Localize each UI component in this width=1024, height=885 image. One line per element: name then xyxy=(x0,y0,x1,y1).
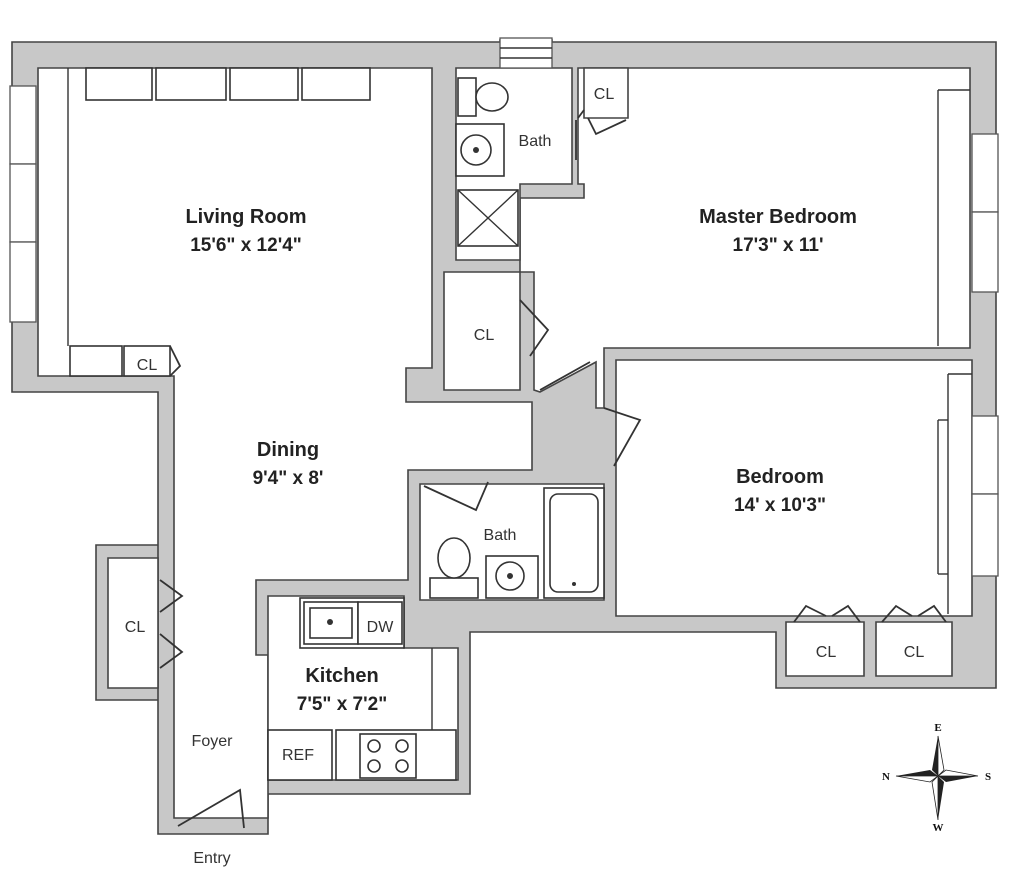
compass-north-label: N xyxy=(882,771,890,783)
windows xyxy=(9,37,999,577)
hall-bath-door xyxy=(423,481,489,512)
foyer-closet-area xyxy=(107,557,159,689)
bedroom-closet-1-door xyxy=(793,604,861,623)
master-small-closet-area xyxy=(583,67,629,119)
bedroom-closet-2-door xyxy=(881,604,947,623)
window xyxy=(971,211,999,293)
master-closet-area xyxy=(443,271,521,391)
dishwasher-label: DW xyxy=(367,619,395,636)
partitions xyxy=(937,89,972,614)
refrigerator-icon xyxy=(267,729,333,781)
closet-label: CL xyxy=(904,644,925,661)
closet-label: CL xyxy=(125,619,146,636)
compass-west-label: W xyxy=(933,822,944,834)
living-room-name: Living Room xyxy=(185,206,306,228)
refrigerator-label: REF xyxy=(282,747,314,764)
stove-icon xyxy=(359,733,417,779)
toilet-tank-icon xyxy=(457,77,477,117)
compass-rose-icon: E W N S xyxy=(882,722,991,834)
entry-label: Entry xyxy=(193,850,230,867)
master-bedroom-area xyxy=(519,67,971,409)
window xyxy=(971,493,999,577)
living-room-dims: 15'6" x 12'4" xyxy=(190,235,302,256)
window xyxy=(9,241,37,323)
master-bedroom-dims: 17'3" x 11' xyxy=(733,235,824,256)
window xyxy=(9,85,37,165)
kitchen-fixtures xyxy=(267,597,457,781)
master-bath-label: Bath xyxy=(519,133,552,150)
entry-door xyxy=(177,788,245,829)
toilet-tank-icon xyxy=(429,577,479,599)
dining-name: Dining xyxy=(257,439,319,461)
kitchen-dims: 7'5" x 7'2" xyxy=(297,694,387,715)
closet-label: CL xyxy=(594,86,615,103)
closet-label: CL xyxy=(474,327,495,344)
master-bedroom-name: Master Bedroom xyxy=(699,206,857,228)
bedroom-name: Bedroom xyxy=(736,466,824,488)
window xyxy=(499,37,553,69)
room-areas xyxy=(37,67,973,819)
living-built-ins xyxy=(67,67,371,377)
room-labels: Living Room 15'6" x 12'4" Master Bedroom… xyxy=(125,86,925,867)
doors xyxy=(159,117,947,829)
dishwasher-icon xyxy=(357,601,403,645)
master-bath-fixtures xyxy=(455,77,585,247)
master-closet-door xyxy=(519,299,550,357)
kitchen-name: Kitchen xyxy=(305,665,378,687)
dining-dims: 9'4" x 8' xyxy=(253,468,324,489)
window xyxy=(9,163,37,243)
master-bedroom-door xyxy=(539,361,591,391)
toilet-icon xyxy=(437,537,471,579)
hall-bath-fixtures xyxy=(429,487,605,599)
foyer-closet-door xyxy=(159,579,184,669)
master-small-closet-door xyxy=(587,117,627,136)
closet-label: CL xyxy=(816,644,837,661)
bedroom-dims: 14' x 10'3" xyxy=(734,495,826,516)
closet-label: CL xyxy=(137,357,158,374)
window xyxy=(971,133,999,213)
bedroom-closet-1-area xyxy=(785,621,865,677)
living-dining-area xyxy=(37,67,533,819)
toilet-icon xyxy=(475,82,509,112)
compass-south-label: S xyxy=(985,771,991,783)
compass-east-label: E xyxy=(934,722,941,734)
foyer-label: Foyer xyxy=(192,733,234,750)
window xyxy=(971,415,999,495)
bedroom-area xyxy=(615,359,973,617)
bedroom-door xyxy=(603,407,642,467)
bedroom-closet-2-area xyxy=(875,621,953,677)
hall-bath-label: Bath xyxy=(484,527,517,544)
